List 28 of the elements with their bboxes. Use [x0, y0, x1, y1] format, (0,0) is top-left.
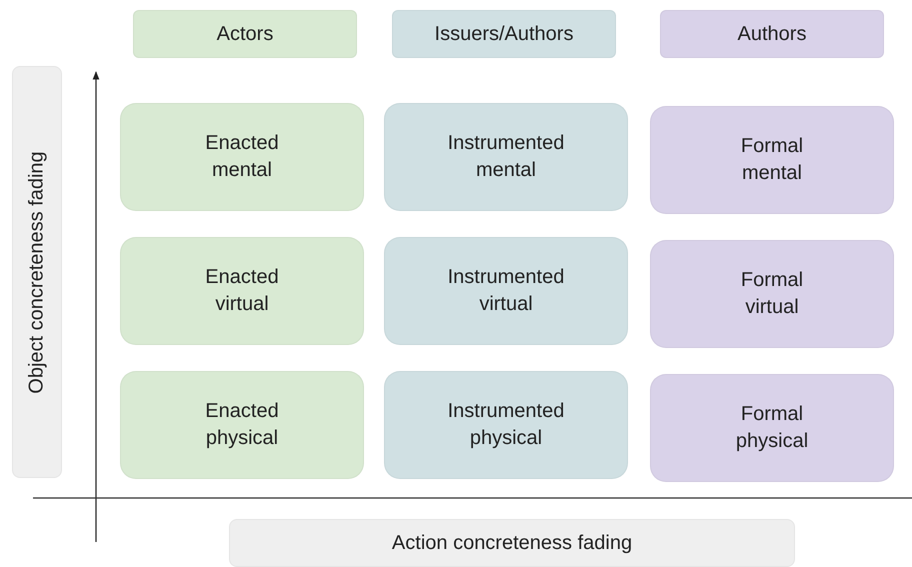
- category-box: [384, 103, 628, 211]
- category-box: [120, 237, 364, 345]
- column-header: [133, 10, 357, 58]
- category-box: [384, 237, 628, 345]
- category-label: Formal virtual: [740, 268, 804, 320]
- category-box: [120, 371, 364, 479]
- column-header: [660, 10, 884, 58]
- header-label: Issuers/Authors: [434, 22, 574, 46]
- header-label: Actors: [216, 22, 274, 46]
- category-box: [120, 103, 364, 211]
- category-label: Enacted mental: [205, 131, 279, 183]
- column-header: [392, 10, 616, 58]
- category-label: Instrumented virtual: [448, 265, 564, 317]
- category-box: [650, 374, 894, 482]
- header-label: Authors: [738, 22, 806, 46]
- category-label: Formal mental: [740, 134, 804, 186]
- category-label: Formal physical: [736, 402, 808, 454]
- category-box: [650, 240, 894, 348]
- axis-label-box: [12, 66, 62, 478]
- axis-label-box: [229, 519, 795, 567]
- category-label: Instrumented mental: [448, 131, 564, 183]
- category-label: Enacted physical: [205, 399, 279, 451]
- category-box: [650, 106, 894, 214]
- category-label: Instrumented physical: [448, 399, 564, 451]
- category-box: [384, 371, 628, 479]
- axis-label: Action concreteness fading: [392, 530, 632, 556]
- axis-label: Object concreteness fading: [24, 150, 48, 394]
- category-label: Enacted virtual: [205, 265, 279, 317]
